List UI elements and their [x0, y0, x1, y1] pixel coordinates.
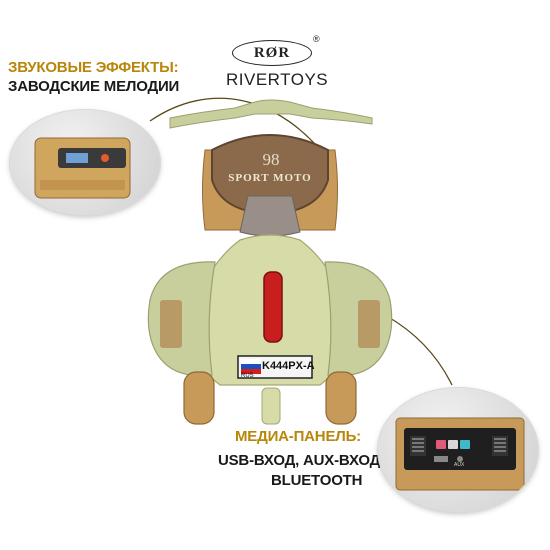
media-panel-line2: BLUETOOTH [271, 472, 363, 489]
sound-effects-subtitle: ЗАВОДСКИЕ МЕЛОДИИ [8, 78, 180, 95]
media-panel-closeup: AUX [378, 388, 538, 512]
brand-logo: RØR [232, 40, 312, 66]
sound-module-image [34, 137, 131, 199]
sound-connector-line [149, 97, 331, 163]
sound-module-closeup [10, 110, 160, 215]
badge-text: SPORT MOTO [228, 172, 312, 184]
aux-label: AUX [454, 462, 465, 468]
taillight [263, 271, 283, 343]
sport-moto-badge [211, 134, 329, 216]
sound-effects-title: ЗВУКОВЫЕ ЭФФЕКТЫ: [8, 59, 179, 76]
badge-number: 98 [262, 150, 280, 169]
media-panel-image [395, 417, 525, 491]
media-panel-title: МЕДИА-ПАНЕЛЬ: [235, 428, 361, 445]
plate-country: RUS [241, 373, 254, 379]
brand-name: RIVERTOYS [226, 70, 329, 89]
plate-number: K444PX-A [262, 360, 315, 372]
media-panel-line1: USB-ВХОД, AUX-ВХОД [218, 452, 381, 469]
registered-mark: ® [313, 34, 320, 44]
